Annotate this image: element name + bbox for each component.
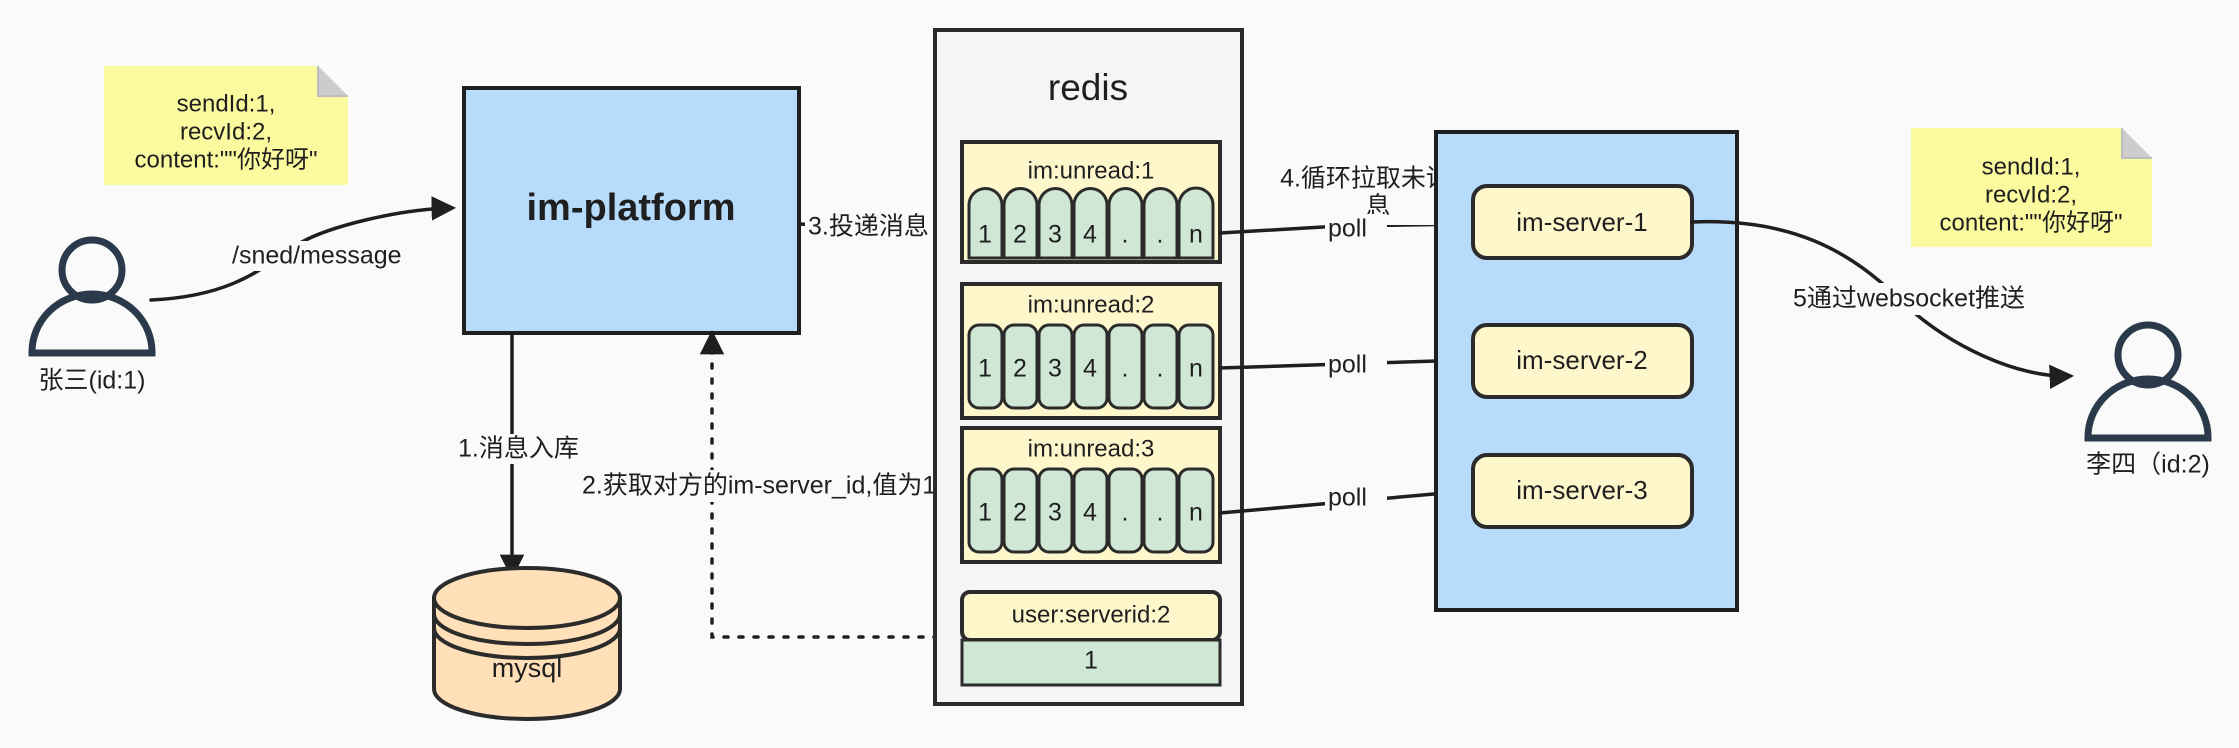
note-left-line2: recvId:2,: [180, 118, 272, 145]
im-server-1-label: im-server-1: [1516, 207, 1647, 237]
redis-queue-2-cells: 1 2 3 4 . . n: [967, 467, 1215, 554]
redis-queue-2-cell-0: 1: [978, 499, 992, 527]
redis-queue-0-cell-6: n: [1189, 221, 1203, 249]
actor-receiver-label: 李四（id:2): [2086, 451, 2210, 479]
im-server-1-box[interactable]: im-server-1: [1471, 184, 1694, 260]
redis-queue-0-cell-1: 2: [1013, 221, 1027, 249]
edge-step1-label: 1.消息入库: [458, 435, 579, 463]
edge-label-step5: 5通过websocket推送: [1790, 283, 2025, 315]
edge-poll-1-label: poll: [1328, 215, 1367, 243]
redis-queue-1-cell-5: .: [1157, 355, 1164, 383]
im-platform-box[interactable]: im-platform: [462, 86, 801, 335]
edge-poll-2-label: poll: [1328, 351, 1367, 379]
redis-queue-2-cell-2: 3: [1048, 499, 1062, 527]
redis-queue-1-cell-3: 4: [1083, 355, 1097, 383]
edge-step2-label: 2.获取对方的im-server_id,值为1: [582, 472, 936, 500]
im-server-2-label: im-server-2: [1516, 345, 1647, 375]
redis-kv-key: user:serverid:2: [1012, 601, 1171, 628]
im-server-2-box[interactable]: im-server-2: [1471, 323, 1694, 399]
actor-receiver: 李四（id:2): [2084, 321, 2212, 479]
im-server-cluster: im-server-1 im-server-2 im-server-3: [1434, 130, 1739, 612]
edge-send-message-label: /sned/message: [232, 242, 402, 270]
redis-queue-0-cell-0: 1: [978, 221, 992, 249]
redis-queue-0-key: im:unread:1: [1028, 157, 1155, 184]
redis-queue-0-cell-5: .: [1157, 221, 1164, 249]
redis-queue-1-cell-1: 2: [1013, 355, 1027, 383]
redis-kv-block[interactable]: user:serverid:2 1: [960, 590, 1222, 687]
edge-step5-label: 5通过websocket推送: [1793, 285, 2025, 313]
actor-sender-label: 张三(id:1): [39, 367, 146, 395]
im-server-3-box[interactable]: im-server-3: [1471, 453, 1694, 529]
redis-queue-0-cell-3: 4: [1083, 221, 1097, 249]
actor-sender: 张三(id:1): [28, 236, 156, 395]
redis-title: redis: [1048, 67, 1128, 108]
redis-queue-2-cell-6: n: [1189, 499, 1203, 527]
redis-queue-2-cell-3: 4: [1083, 499, 1097, 527]
note-right-line2: recvId:2,: [1985, 181, 2077, 208]
redis-queue-0-cell-4: .: [1122, 221, 1129, 249]
note-left-line3: content:""你好呀": [135, 146, 318, 173]
redis-queue-2-cell-4: .: [1122, 499, 1129, 527]
edge-label-poll-2: poll: [1325, 350, 1387, 380]
mysql-label: mysql: [492, 653, 563, 683]
redis-queue-1[interactable]: im:unread:2 1 2 3 4 . . n: [960, 282, 1222, 420]
edge-label-send-message: /sned/message: [228, 241, 402, 271]
redis-kv-value: 1: [1084, 647, 1098, 675]
edge-label-poll-3: poll: [1325, 483, 1387, 513]
redis-queue-2-cell-5: .: [1157, 499, 1164, 527]
edge-fetch-serverid: [699, 329, 955, 639]
redis-queue-1-cell-2: 3: [1048, 355, 1062, 383]
note-right-line1: sendId:1,: [1982, 153, 2081, 180]
redis-queue-2[interactable]: im:unread:3 1 2 3 4 . . n: [960, 426, 1222, 564]
redis-queue-0-cells: 1 2 3 4 . . n: [967, 186, 1215, 260]
im-platform-label: im-platform: [527, 187, 736, 229]
note-left-line1: sendId:1,: [177, 90, 276, 117]
im-server-3-label: im-server-3: [1516, 475, 1647, 505]
redis-queue-1-key: im:unread:2: [1028, 291, 1155, 318]
note-left: sendId:1, recvId:2, content:""你好呀": [104, 66, 348, 185]
edge-label-step2: 2.获取对方的im-server_id,值为1: [578, 470, 936, 502]
mysql-database[interactable]: mysql: [432, 566, 622, 721]
edge-label-step3: 3.投递消息: [805, 212, 935, 242]
redis-queue-1-cell-6: n: [1189, 355, 1203, 383]
redis-queue-1-cell-0: 1: [978, 355, 992, 383]
redis-queue-1-cell-4: .: [1122, 355, 1129, 383]
redis-queue-0-cell-2: 3: [1048, 221, 1062, 249]
redis-queue-0[interactable]: im:unread:1 1 2 3 4 . . n: [960, 140, 1222, 264]
redis-queue-2-cell-1: 2: [1013, 499, 1027, 527]
note-right: sendId:1, recvId:2, content:""你好呀": [1911, 128, 2152, 247]
edge-step3-label: 3.投递消息: [808, 213, 929, 241]
redis-queue-2-key: im:unread:3: [1028, 435, 1155, 462]
edge-label-step1: 1.消息入库: [455, 434, 620, 464]
edge-label-poll-1: poll: [1325, 214, 1387, 244]
note-right-line3: content:""你好呀": [1940, 209, 2123, 236]
redis-queue-1-cells: 1 2 3 4 . . n: [967, 323, 1215, 410]
edge-poll-3-label: poll: [1328, 484, 1367, 512]
